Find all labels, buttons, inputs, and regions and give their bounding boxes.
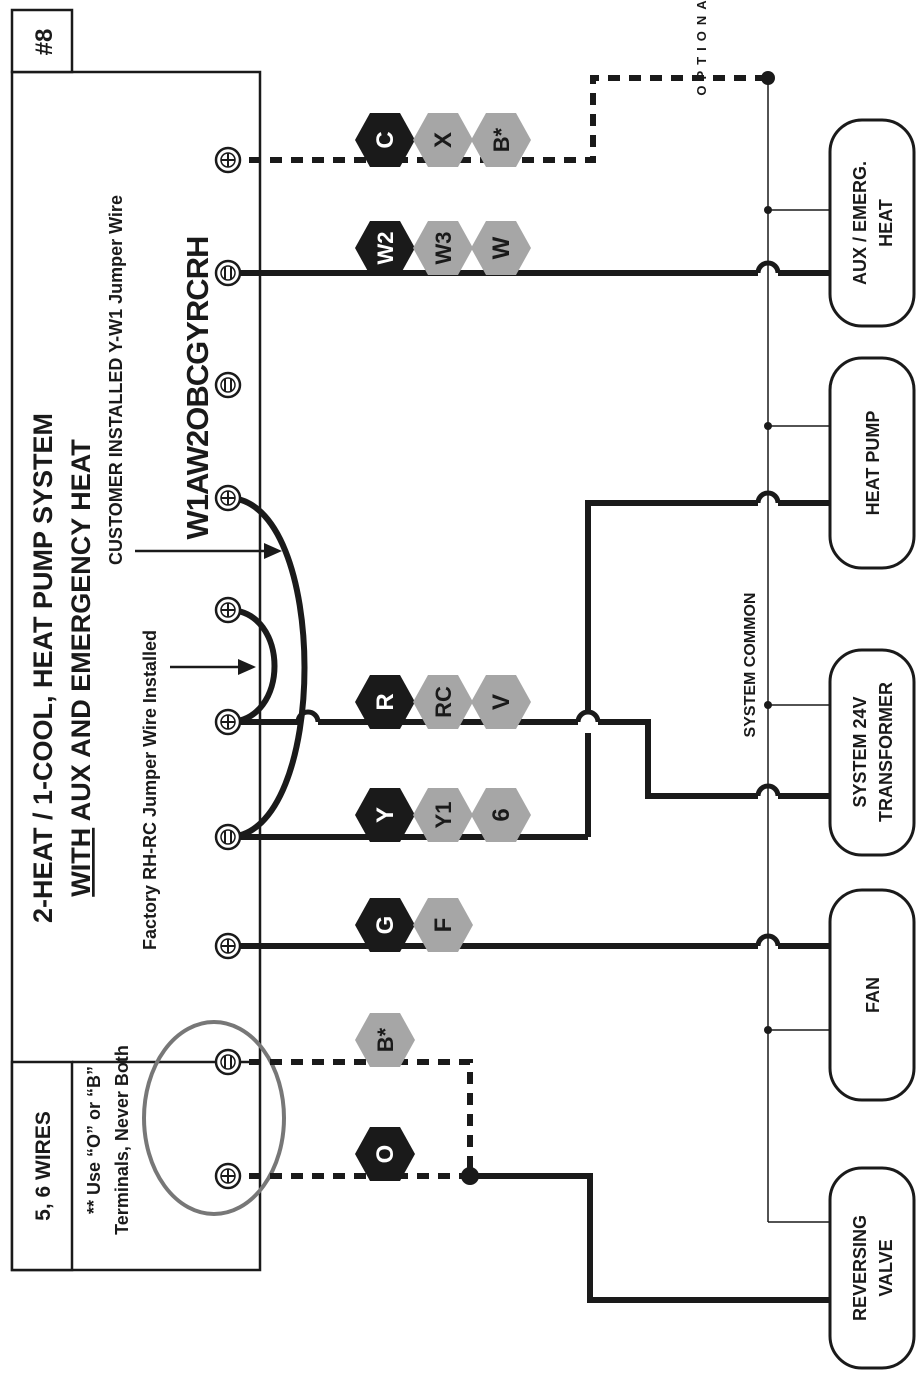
hex-label-6: 6 xyxy=(488,808,515,821)
note-line-2: Terminals, Never Both xyxy=(112,1045,132,1235)
aux-heat-box xyxy=(828,118,916,328)
factory-jumper-arrow xyxy=(170,659,256,675)
hex-label-y: Y xyxy=(372,807,399,823)
system-common-line xyxy=(767,78,830,1223)
jumper-wires xyxy=(227,495,308,840)
hex-label-v: V xyxy=(488,694,515,710)
title-line-1: 2-HEAT / 1-COOL, HEAT PUMP SYSTEM xyxy=(28,413,58,923)
hex-badges: C X B* W2 W3 W R RC V Y Y1 6 G F B* xyxy=(355,113,531,1181)
screw-rc xyxy=(214,708,242,736)
reversing-valve-wire xyxy=(470,1173,830,1303)
hex-label-f: F xyxy=(430,918,457,933)
optional-label: OPTIONAL xyxy=(694,0,709,96)
screw-b xyxy=(214,1048,242,1076)
wires-label: 5, 6 WIRES xyxy=(32,1111,55,1221)
heat-pump-box xyxy=(828,356,916,570)
screw-w2 xyxy=(214,371,242,399)
diagram-number: #8 xyxy=(31,29,58,56)
factory-jumper-label: Factory RH-RC Jumper Wire Installed xyxy=(140,630,160,950)
title-line-2-rest: AUX AND EMERGENCY HEAT xyxy=(66,439,96,828)
hex-label-b-star-bottom: B* xyxy=(373,1027,398,1052)
customer-jumper-arrow xyxy=(135,543,282,559)
hex-label-w: W xyxy=(488,236,515,259)
hex-label-o: O xyxy=(372,1145,399,1164)
screw-rh xyxy=(214,596,242,624)
hex-label-g: G xyxy=(372,916,399,935)
screw-y xyxy=(214,823,242,851)
reversing-valve-label-2: VALVE xyxy=(876,1239,896,1296)
screw-c xyxy=(214,146,242,174)
hex-label-x: X xyxy=(430,132,457,148)
fan-label: FAN xyxy=(863,977,883,1013)
wire-crossovers xyxy=(295,260,781,947)
screw-o xyxy=(214,1162,242,1190)
transformer-box xyxy=(828,648,916,857)
fan-box xyxy=(828,888,916,1102)
note-line-1: ** Use “O” or “B” xyxy=(84,1066,104,1214)
screw-w3 xyxy=(214,484,242,512)
transformer-label-1: SYSTEM 24V xyxy=(850,696,870,807)
c-wire-optional xyxy=(228,75,768,163)
aux-heat-label-2: HEAT xyxy=(876,199,896,247)
screw-w1 xyxy=(214,259,242,287)
o-b-junction xyxy=(461,1167,479,1185)
hex-label-b-star-top: B* xyxy=(489,127,514,152)
screw-g xyxy=(214,932,242,960)
title-line-2: WITH AUX AND EMERGENCY HEAT xyxy=(66,439,96,897)
wiring xyxy=(228,75,830,1303)
hex-label-c: C xyxy=(372,131,399,148)
reversing-valve-box xyxy=(828,1166,916,1370)
o-b-highlight-circle xyxy=(142,1020,286,1216)
heat-pump-label: HEAT PUMP xyxy=(863,411,883,516)
hex-label-rc: RC xyxy=(431,686,456,718)
system-common-label: SYSTEM COMMON xyxy=(742,593,759,738)
b-wire-optional xyxy=(228,1059,473,1176)
hex-label-r: R xyxy=(372,693,399,710)
equipment-boxes xyxy=(828,118,916,1370)
customer-jumper-label: CUSTOMER INSTALLED Y-W1 Jumper Wire xyxy=(106,195,126,565)
hex-label-w2: W2 xyxy=(373,232,398,265)
rh-rc-jumper xyxy=(227,607,278,725)
common-tap-dots xyxy=(764,206,772,1034)
y-w1-jumper xyxy=(227,495,308,840)
terminal-code: W1AW2OBCGYRCRH xyxy=(180,237,215,540)
hex-label-w3: W3 xyxy=(431,232,456,265)
transformer-label-2: TRANSFORMER xyxy=(876,682,896,822)
aux-heat-label-1: AUX / EMERG. xyxy=(850,161,870,285)
title-with-word: WITH xyxy=(66,828,96,897)
hex-label-y1: Y1 xyxy=(431,802,456,829)
reversing-valve-label-1: REVERSING xyxy=(850,1215,870,1321)
